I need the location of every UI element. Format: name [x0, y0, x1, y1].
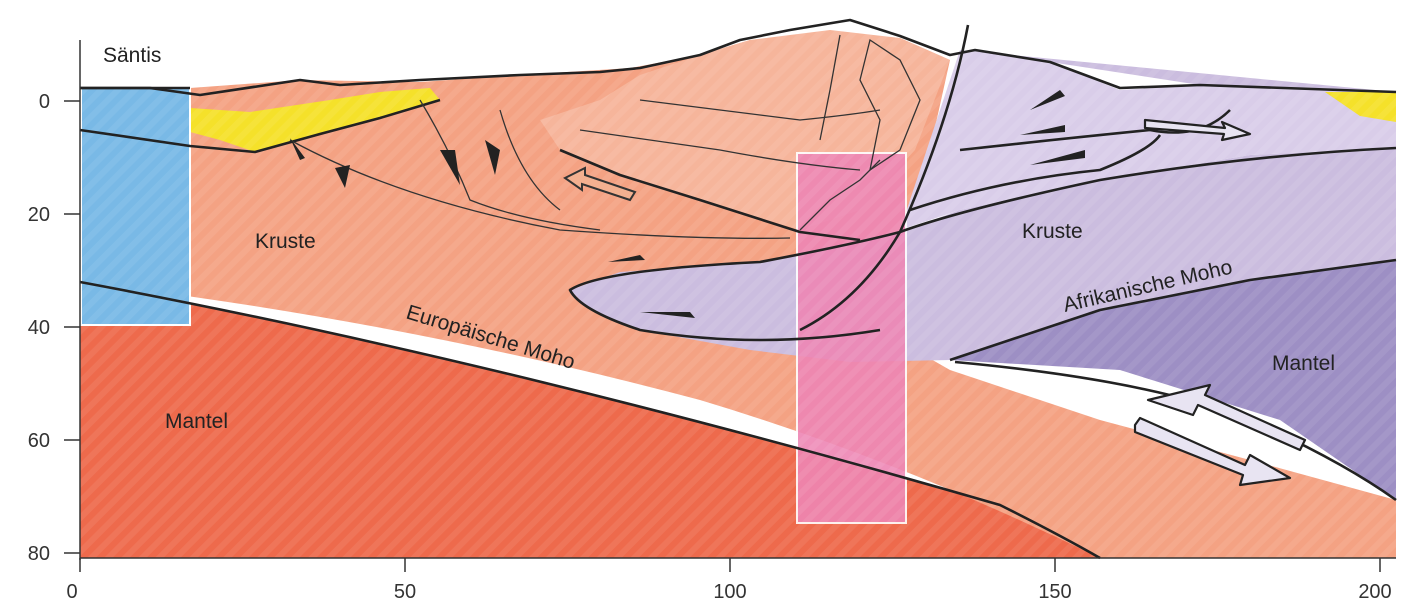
y-axis: 0 20 40 60 80 [28, 91, 80, 565]
y-tick-20: 20 [28, 204, 50, 226]
x-tick-150: 150 [1038, 581, 1071, 603]
y-tick-0: 0 [39, 91, 50, 113]
x-axis: 0 50 100 150 200 [66, 558, 1391, 603]
label-saentis: Säntis [103, 44, 161, 67]
x-tick-100: 100 [713, 581, 746, 603]
y-tick-60: 60 [28, 430, 50, 452]
label-mantel-left: Mantel [165, 410, 228, 433]
x-tick-0: 0 [66, 581, 77, 603]
x-tick-50: 50 [394, 581, 416, 603]
texture-overlay [80, 30, 1396, 558]
x-tick-200: 200 [1358, 581, 1391, 603]
y-tick-40: 40 [28, 317, 50, 339]
label-kruste-right: Kruste [1022, 220, 1083, 243]
label-mantel-right: Mantel [1272, 352, 1335, 375]
y-tick-80: 80 [28, 543, 50, 565]
label-kruste-left: Kruste [255, 230, 316, 253]
